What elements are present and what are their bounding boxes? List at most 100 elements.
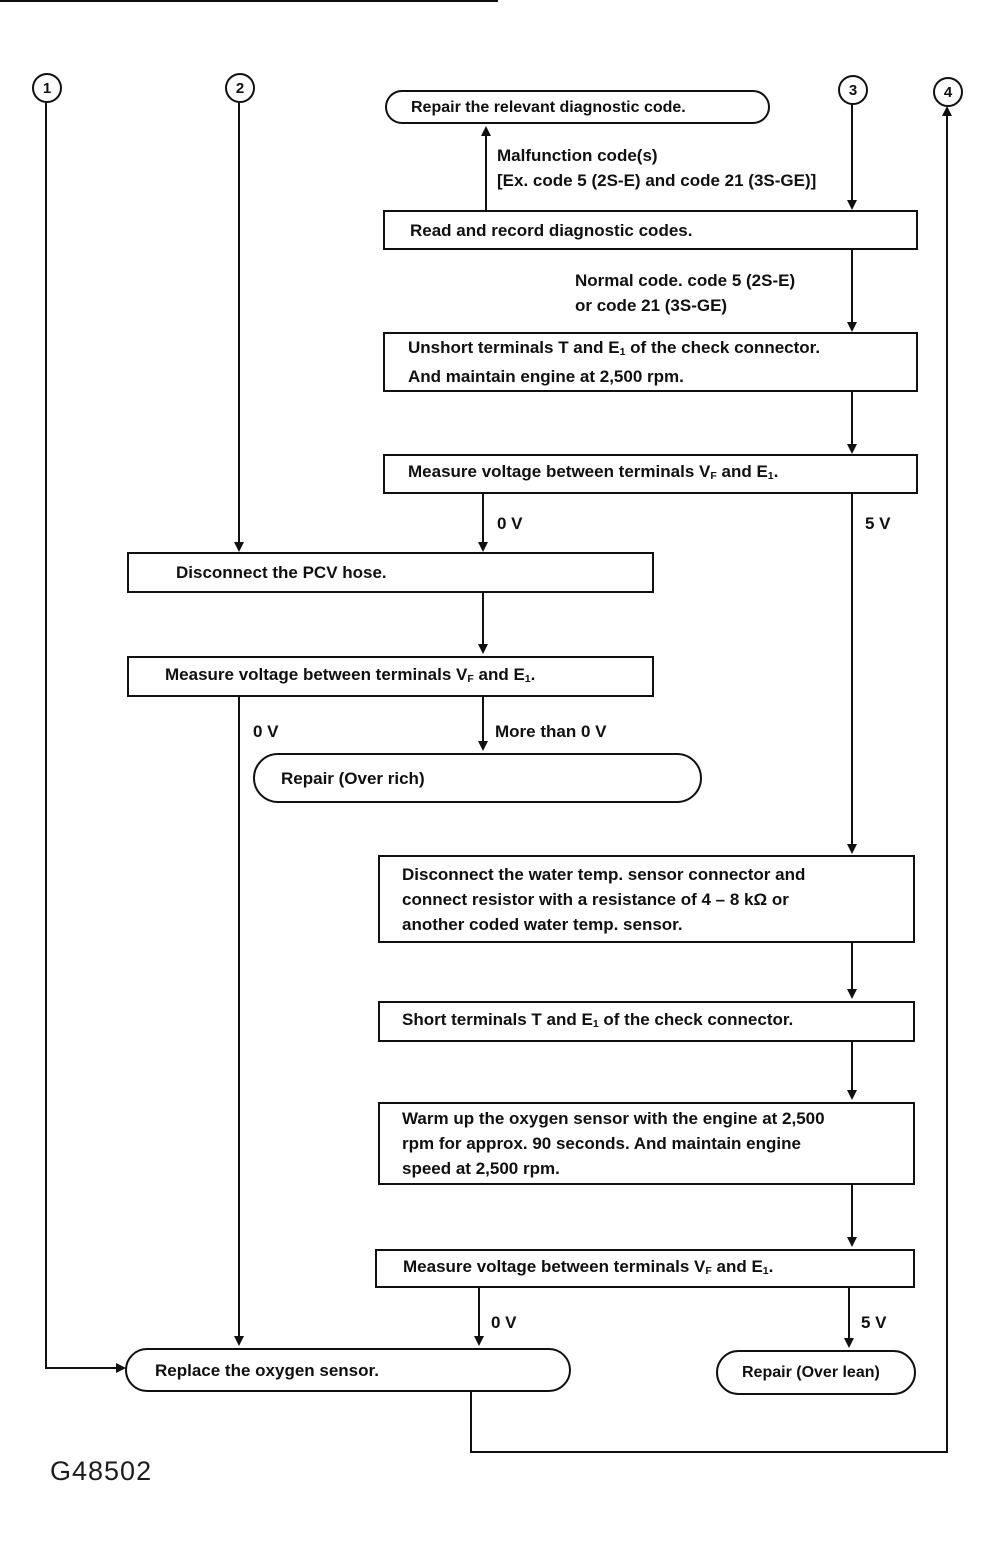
arrow-up-icon (481, 126, 491, 136)
edge-label-malfunction: Malfunction code(s) [Ex. code 5 (2S-E) a… (497, 143, 816, 193)
arrow-down-icon (847, 322, 857, 332)
process-measure-voltage-3: Measure voltage between terminals VF and… (375, 1249, 915, 1288)
flow-line-from-circle-3 (851, 104, 853, 200)
flow-line-to-circle-4 (946, 114, 948, 1453)
node-label: Measure voltage between terminals VF and… (165, 662, 652, 692)
text-part: of the check connector. (598, 1009, 794, 1029)
node-label: Measure voltage between terminals VF and… (403, 1254, 913, 1284)
text-part: Measure voltage between terminals V (165, 664, 468, 684)
edge-label-line: or code 21 (3S-GE) (575, 296, 728, 315)
node-label: And maintain engine at 2,500 rpm. (408, 367, 684, 387)
connector-circle-4: 4 (933, 77, 963, 107)
text-part-subscript: 1 (524, 672, 531, 685)
node-label: Unshort terminals T and E1 of the check … (408, 335, 916, 365)
arrow-down-icon (847, 989, 857, 999)
process-short-terminals: Short terminals T and E1 of the check co… (378, 1001, 915, 1042)
process-unshort-terminals: Unshort terminals T and E1 of the check … (383, 332, 918, 392)
text-part-subscript: 1 (619, 345, 626, 358)
text-part: Measure voltage between terminals V (408, 462, 711, 482)
flow-line-0v (478, 1288, 480, 1337)
arrow-down-icon (847, 444, 857, 454)
node-label: Read and record diagnostic codes. (410, 220, 693, 240)
flow-line (851, 392, 853, 445)
process-measure-voltage-1: Measure voltage between terminals VF and… (383, 454, 918, 494)
process-warm-up-oxygen-sensor: Warm up the oxygen sensor with the engin… (378, 1102, 915, 1185)
text-part-subscript: F (705, 1264, 712, 1277)
arrow-down-icon (234, 542, 244, 552)
flow-line-from-circle-1 (45, 103, 47, 1369)
node-label: Replace the oxygen sensor. (155, 1360, 379, 1380)
flow-line-malfunction (485, 134, 487, 210)
arrow-up-icon (942, 106, 952, 116)
flow-line-5v (848, 1288, 850, 1339)
node-label: Repair the relevant diagnostic code. (411, 98, 686, 116)
edge-label-line: Malfunction code(s) (497, 146, 658, 165)
text-part-subscript: 1 (767, 469, 774, 482)
terminal-repair-over-rich: Repair (Over rich) (253, 753, 702, 803)
edge-label-normal-code: Normal code. code 5 (2S-E) or code 21 (3… (575, 268, 795, 318)
node-label: Repair (Over rich) (281, 768, 425, 788)
flow-line (851, 1185, 853, 1238)
edge-label-0v: 0 V (253, 722, 279, 741)
flow-line-into-replace-box (45, 1367, 117, 1369)
arrow-down-icon (478, 741, 488, 751)
feedback-line-bottom (470, 1451, 948, 1453)
arrow-down-icon (478, 644, 488, 654)
flow-line (482, 593, 484, 645)
text-part: Measure voltage between terminals V (403, 1256, 706, 1276)
edge-label-5v: 5 V (861, 1313, 887, 1332)
arrow-down-icon (847, 844, 857, 854)
text-part: and E (716, 462, 768, 482)
connector-number: 1 (42, 79, 52, 97)
node-label: Disconnect the water temp. sensor connec… (402, 864, 806, 934)
text-part: . (768, 1256, 774, 1276)
connector-circle-2: 2 (225, 73, 255, 103)
scan-artifact-line (0, 0, 498, 2)
flow-line-0v (482, 494, 484, 543)
text-part-subscript: F (710, 469, 717, 482)
text-part: Short terminals T and E (402, 1009, 593, 1029)
text-part-subscript: 1 (762, 1264, 769, 1277)
feedback-line-down (470, 1392, 472, 1453)
process-measure-voltage-2: Measure voltage between terminals VF and… (127, 656, 654, 697)
connector-number: 2 (235, 79, 245, 97)
flow-line-normal-code (851, 250, 853, 323)
figure-id-label: G48502 (50, 1456, 153, 1486)
text-part: and E (473, 664, 525, 684)
node-label: Warm up the oxygen sensor with the engin… (402, 1109, 825, 1178)
text-part: . (773, 462, 779, 482)
process-disconnect-pcv-hose: Disconnect the PCV hose. (127, 552, 654, 593)
arrow-down-icon (847, 200, 857, 210)
text-part: of the check connector. (625, 337, 821, 357)
node-label: Disconnect the PCV hose. (176, 563, 387, 582)
arrow-down-icon (478, 542, 488, 552)
flow-line-from-circle-2 (238, 103, 240, 543)
terminal-repair-over-lean: Repair (Over lean) (716, 1350, 916, 1395)
flow-line (851, 1042, 853, 1091)
connector-circle-3: 3 (838, 75, 868, 105)
text-part: . (530, 664, 536, 684)
connector-number: 4 (943, 83, 953, 101)
node-label: Repair (Over lean) (742, 1364, 880, 1381)
edge-label-5v: 5 V (865, 514, 891, 533)
connector-circle-1: 1 (32, 73, 62, 103)
arrow-down-icon (847, 1090, 857, 1100)
node-label: Measure voltage between terminals VF and… (408, 459, 916, 489)
flow-line-0v-long (238, 697, 240, 1337)
edge-label-line: [Ex. code 5 (2S-E) and code 21 (3S-GE)] (497, 171, 817, 190)
edge-label-more-than-0v: More than 0 V (495, 722, 607, 741)
flow-line-more-than-0v (482, 697, 484, 742)
process-disconnect-water-temp-sensor: Disconnect the water temp. sensor connec… (378, 855, 915, 943)
text-part-subscript: 1 (592, 1017, 599, 1030)
arrow-right-icon (116, 1363, 126, 1373)
arrow-down-icon (474, 1336, 484, 1346)
flow-line-5v (851, 494, 853, 845)
edge-label-0v: 0 V (491, 1313, 517, 1332)
process-read-record-codes: Read and record diagnostic codes. (383, 210, 918, 250)
edge-label-0v: 0 V (497, 514, 523, 533)
connector-number: 3 (848, 81, 858, 99)
arrow-down-icon (844, 1338, 854, 1348)
text-part: Unshort terminals T and E (408, 337, 620, 357)
edge-label-line: Normal code. code 5 (2S-E) (575, 271, 796, 290)
